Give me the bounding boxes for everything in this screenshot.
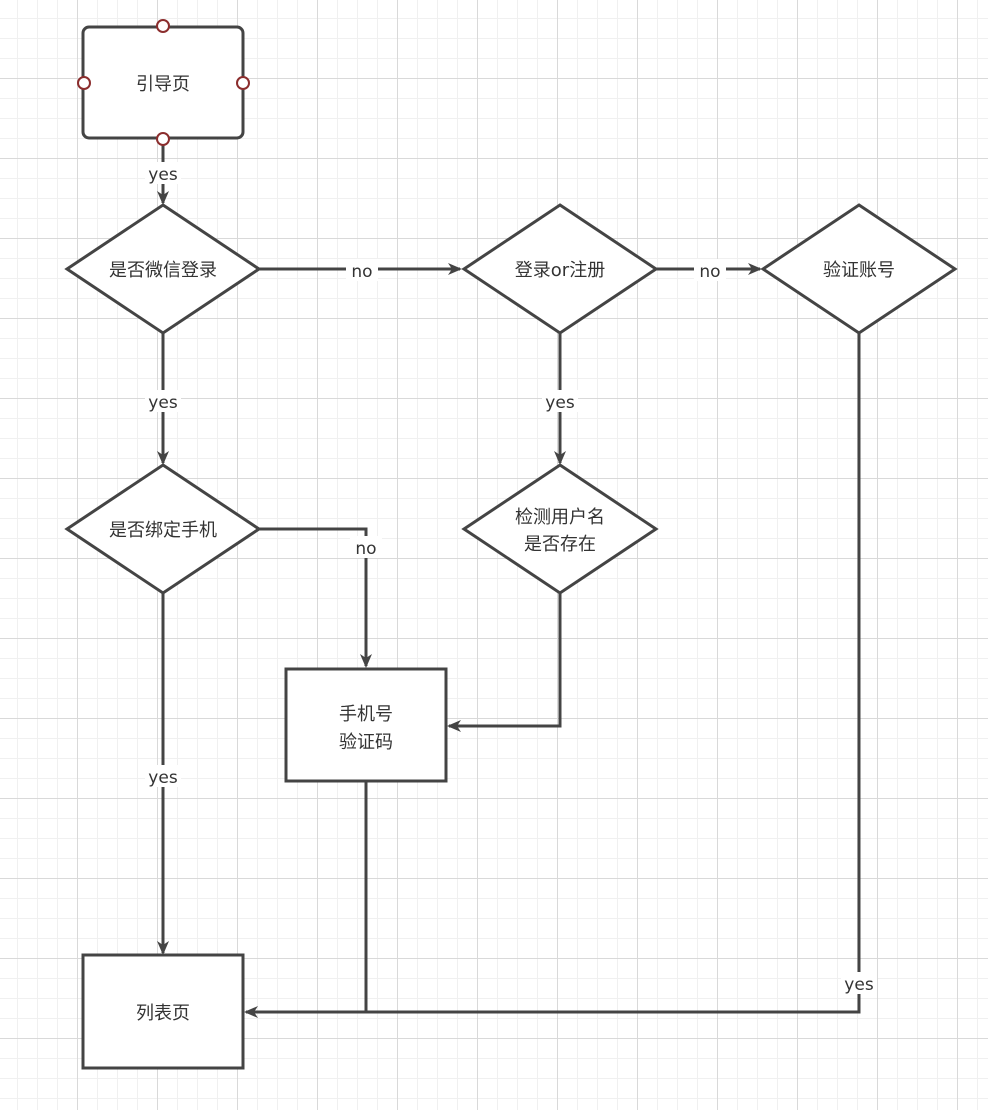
node-check-username-label-2: 是否存在	[524, 534, 596, 555]
node-bind-phone[interactable]	[64, 463, 262, 595]
node-login-or-register[interactable]	[461, 203, 659, 335]
handle-left[interactable]	[77, 76, 91, 90]
edge-bind-to-phone	[259, 527, 372, 668]
node-verify-account[interactable]	[760, 203, 958, 335]
edge-verify-to-list	[244, 333, 861, 1018]
handle-right[interactable]	[236, 76, 250, 90]
node-verify-account-label: 验证账号	[823, 260, 895, 281]
edge-label-bind-yes: yes	[148, 768, 178, 788]
edge-label-bind-no: no	[355, 539, 376, 559]
node-wechat-login-label: 是否微信登录	[109, 260, 217, 281]
node-wechat-login[interactable]	[64, 203, 262, 335]
edge-label-wechat-yes: yes	[148, 393, 178, 413]
edge-check-to-phone	[447, 592, 562, 732]
edge-label-guide-yes: yes	[148, 165, 178, 185]
node-check-username-label-1: 检测用户名	[515, 507, 605, 528]
edge-label-wechat-no: no	[351, 262, 372, 282]
node-login-or-register-label: 登录or注册	[515, 260, 605, 281]
node-check-username[interactable]	[461, 463, 659, 595]
edge-label-login-no: no	[699, 262, 720, 282]
node-phone-code-label-2: 验证码	[339, 732, 393, 753]
edge-label-verify-yes: yes	[844, 975, 874, 995]
handle-top[interactable]	[156, 19, 170, 33]
node-bind-phone-label: 是否绑定手机	[109, 520, 217, 541]
node-list-page[interactable]	[81, 953, 245, 1070]
node-phone-code[interactable]	[284, 667, 448, 783]
node-phone-code-label-1: 手机号	[339, 704, 393, 725]
edge-label-login-yes: yes	[545, 393, 575, 413]
handle-bottom[interactable]	[156, 132, 170, 146]
node-guide-label: 引导页	[136, 74, 190, 95]
node-list-page-label: 列表页	[136, 1003, 190, 1024]
